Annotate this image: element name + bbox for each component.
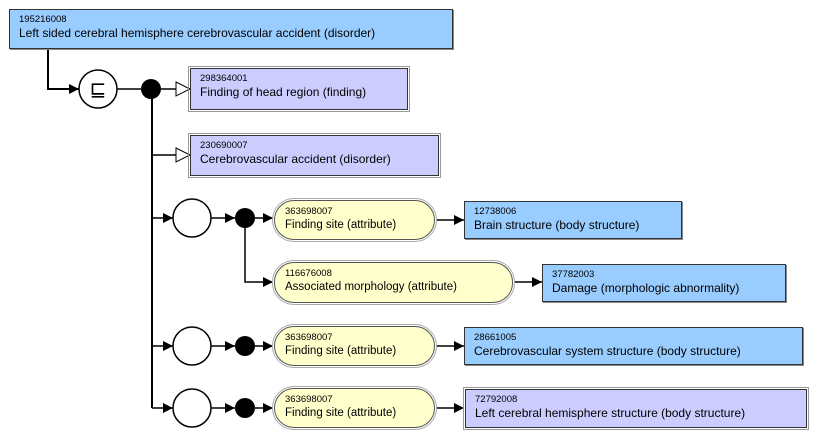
attribute-sctid: 116676008 bbox=[285, 268, 332, 279]
subsumption-icon: ⊑ bbox=[90, 77, 107, 101]
attribute-term: Finding site (attribute) bbox=[285, 219, 397, 231]
value-concept-box[interactable]: 37782003 Damage (morphologic abnormality… bbox=[542, 264, 786, 302]
attribute-pill[interactable]: 116676008 Associated morphology (attribu… bbox=[272, 260, 515, 305]
parent-concept-box[interactable]: 298364001 Finding of head region (findin… bbox=[188, 66, 410, 112]
concept-term: Cerebrovascular accident (disorder) bbox=[200, 152, 391, 166]
connector-focus-to-operator bbox=[47, 48, 79, 94]
value-concept-box[interactable]: 28661005 Cerebrovascular system structur… bbox=[464, 327, 803, 365]
attribute-term: Finding site (attribute) bbox=[285, 345, 397, 357]
role-group-3-dot bbox=[235, 398, 255, 418]
concept-term: Left cerebral hemisphere structure (body… bbox=[475, 406, 746, 420]
concept-sctid: 37782003 bbox=[552, 269, 595, 280]
attribute-sctid: 363698007 bbox=[285, 394, 333, 405]
concept-sctid: 195216008 bbox=[19, 14, 67, 25]
concept-sctid: 12738006 bbox=[474, 206, 517, 217]
attribute-term: Finding site (attribute) bbox=[285, 407, 397, 419]
concept-term: Damage (morphologic abnormality) bbox=[552, 281, 740, 295]
role-group-2-circle bbox=[172, 326, 212, 366]
concept-sctid: 298364001 bbox=[200, 73, 248, 84]
parent-concept-box[interactable]: 230690007 Cerebrovascular accident (diso… bbox=[188, 133, 441, 178]
value-concept-box[interactable]: 72792008 Left cerebral hemisphere struct… bbox=[463, 387, 809, 430]
attribute-pill[interactable]: 363698007 Finding site (attribute) bbox=[272, 386, 437, 430]
concept-sctid: 72792008 bbox=[475, 394, 518, 405]
attribute-pill[interactable]: 363698007 Finding site (attribute) bbox=[272, 198, 437, 242]
role-group-3-circle bbox=[172, 388, 212, 428]
focus-concept-box[interactable]: 195216008 Left sided cerebral hemisphere… bbox=[9, 9, 453, 49]
concept-term: Finding of head region (finding) bbox=[200, 85, 367, 99]
concept-term: Cerebrovascular system structure (body s… bbox=[474, 344, 741, 358]
attribute-sctid: 363698007 bbox=[285, 206, 333, 217]
concept-sctid: 28661005 bbox=[474, 332, 517, 343]
concept-term: Brain structure (body structure) bbox=[474, 218, 640, 232]
value-concept-box[interactable]: 12738006 Brain structure (body structure… bbox=[464, 201, 682, 239]
concept-term: Left sided cerebral hemisphere cerebrova… bbox=[19, 26, 376, 40]
attribute-sctid: 363698007 bbox=[285, 332, 333, 343]
connector-group-1-attr-2 bbox=[244, 228, 273, 287]
attribute-pill[interactable]: 363698007 Finding site (attribute) bbox=[272, 324, 437, 368]
attribute-term: Associated morphology (attribute) bbox=[285, 281, 457, 293]
concept-sctid: 230690007 bbox=[200, 140, 248, 151]
role-group-2-dot bbox=[235, 336, 255, 356]
role-group-1-dot bbox=[235, 208, 255, 228]
role-group-1-circle bbox=[172, 198, 212, 238]
